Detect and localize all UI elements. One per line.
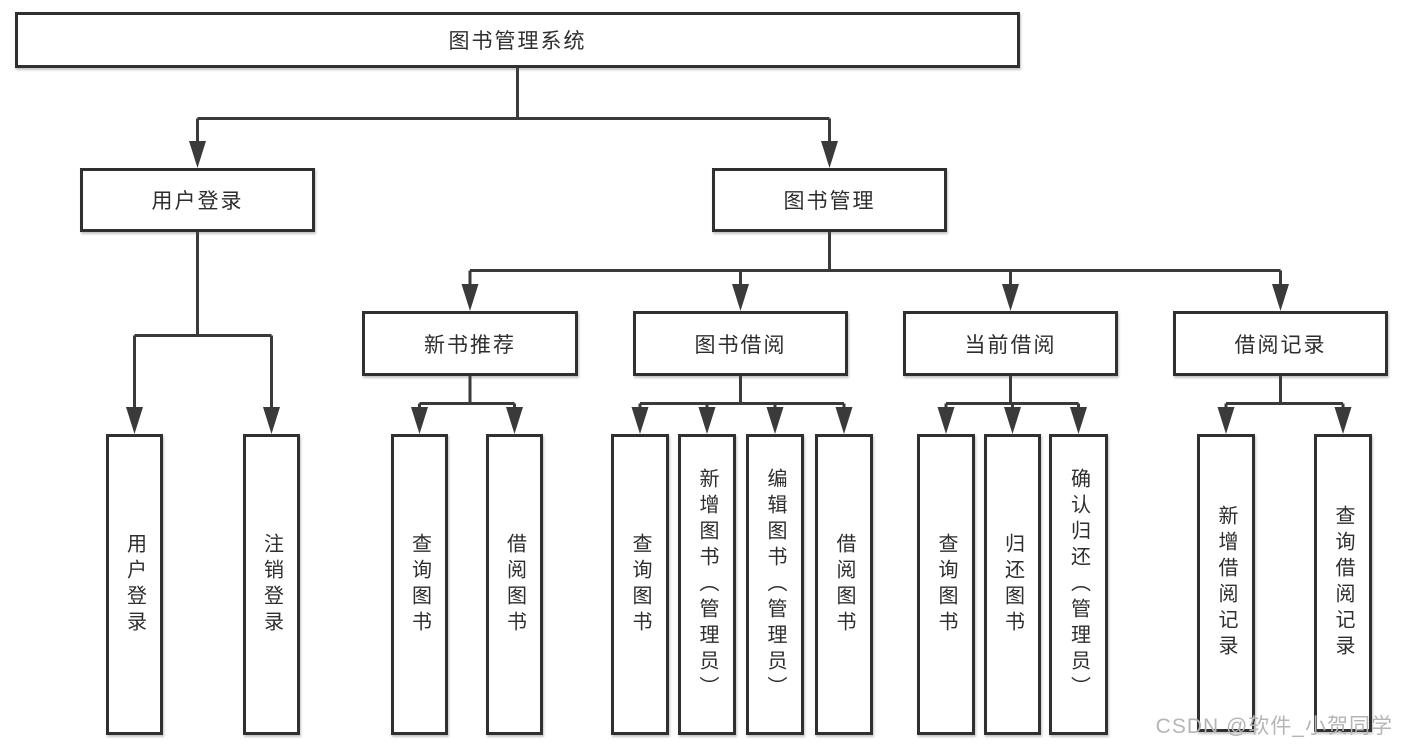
arrow-down-icon	[766, 407, 784, 434]
node-book-mgmt: 图书管理	[712, 168, 947, 232]
arrow-down-icon	[698, 407, 716, 434]
node-records-query: 查询借阅记录	[1314, 434, 1372, 732]
arrow-down-icon	[1004, 407, 1021, 434]
node-current-confirm: 确认归还（管理员）	[1049, 434, 1108, 735]
node-current-borrow: 当前借阅	[903, 311, 1118, 376]
arrow-down-icon	[821, 141, 838, 168]
node-current-return: 归还图书	[984, 434, 1041, 735]
arrow-down-icon	[835, 407, 853, 434]
arrow-down-icon	[1002, 284, 1019, 311]
node-new-books-label: 新书推荐	[424, 333, 516, 357]
node-borrow-records: 借阅记录	[1173, 311, 1388, 376]
node-newbooks-borrow-label: 借阅图书	[503, 532, 526, 637]
watermark: CSDN @软件_小贺同学	[1155, 715, 1393, 738]
arrow-down-icon	[263, 407, 280, 434]
node-borrow-borrow: 借阅图书	[815, 434, 873, 735]
node-borrow-add: 新增图书（管理员）	[678, 434, 736, 735]
arrow-down-icon	[1334, 407, 1352, 434]
node-borrow-query: 查询图书	[611, 434, 669, 735]
node-logout: 注销登录	[243, 434, 300, 735]
arrow-down-icon	[1217, 407, 1235, 434]
node-current-borrow-label: 当前借阅	[964, 333, 1057, 357]
arrow-down-icon	[506, 407, 523, 434]
connector-user-login-to-children	[133, 232, 273, 410]
node-user-login: 用户登录	[80, 168, 315, 232]
node-borrow-edit-label: 编辑图书（管理员）	[764, 467, 786, 702]
node-book-borrow: 图书借阅	[633, 311, 848, 376]
connector-new-books-to-children	[418, 376, 516, 410]
arrow-down-icon	[411, 407, 428, 434]
node-borrow-edit: 编辑图书（管理员）	[746, 434, 804, 735]
connector-book-mgmt-to-children	[468, 232, 1282, 287]
node-root-label: 图书管理系统	[448, 30, 587, 53]
node-records-add: 新增借阅记录	[1197, 434, 1255, 732]
node-records-query-label: 查询借阅记录	[1332, 505, 1354, 661]
arrow-down-icon	[126, 407, 143, 434]
node-current-query: 查询图书	[917, 434, 975, 735]
node-records-add-label: 新增借阅记录	[1215, 505, 1237, 661]
node-book-mgmt-label: 图书管理	[783, 190, 876, 213]
node-user-login-label: 用户登录	[151, 190, 244, 213]
arrow-down-icon	[631, 407, 649, 434]
arrow-down-icon	[1272, 284, 1289, 311]
node-login-label: 用户登录	[123, 532, 146, 637]
connector-current-borrow-to-children	[944, 376, 1080, 410]
connector-borrow-records-to-children	[1224, 376, 1345, 410]
connector-book-borrow-to-children	[638, 376, 846, 410]
node-borrow-borrow-label: 借阅图书	[833, 532, 855, 637]
node-new-books: 新书推荐	[362, 311, 578, 376]
node-newbooks-borrow: 借阅图书	[486, 434, 543, 735]
node-newbooks-query-label: 查询图书	[408, 532, 431, 637]
node-current-confirm-label: 确认归还（管理员）	[1067, 467, 1090, 702]
connector-root-to-level2	[196, 68, 831, 144]
node-borrow-records-label: 借阅记录	[1234, 333, 1327, 357]
arrow-down-icon	[189, 141, 206, 168]
node-login: 用户登录	[106, 434, 163, 735]
node-current-query-label: 查询图书	[935, 532, 957, 637]
node-newbooks-query: 查询图书	[391, 434, 448, 735]
node-borrow-query-label: 查询图书	[629, 532, 651, 637]
arrow-down-icon	[461, 284, 479, 311]
node-book-borrow-label: 图书借阅	[694, 333, 787, 357]
node-logout-label: 注销登录	[260, 532, 283, 637]
node-current-return-label: 归还图书	[1001, 532, 1024, 637]
node-borrow-add-label: 新增图书（管理员）	[696, 467, 718, 702]
arrow-down-icon	[732, 284, 749, 311]
arrow-down-icon	[937, 407, 955, 434]
arrow-down-icon	[1070, 407, 1087, 434]
node-root: 图书管理系统	[15, 12, 1020, 68]
